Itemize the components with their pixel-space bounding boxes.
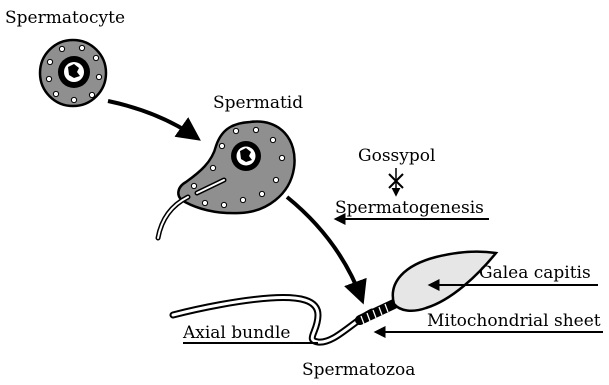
label-spermatocyte: Spermatocyte	[5, 8, 125, 28]
label-spermatid: Spermatid	[213, 93, 303, 113]
label-spermatogenesis: Spermatogenesis	[335, 198, 484, 218]
label-axial-bundle: Axial bundle	[182, 323, 290, 343]
label-spermatozoa: Spermatozoa	[302, 360, 415, 380]
label-mitochondrial-sheet: Mitochondrial sheet	[427, 311, 601, 331]
label-gossypol: Gossypol	[358, 146, 435, 166]
spermatid-cell	[158, 122, 295, 238]
label-galea-capitis: Galea capitis	[479, 263, 591, 283]
gossypol-inhibition-mark	[389, 168, 403, 195]
spermatocyte-cell	[40, 40, 106, 106]
arrow-spermatocyte-to-spermatid	[108, 101, 197, 138]
